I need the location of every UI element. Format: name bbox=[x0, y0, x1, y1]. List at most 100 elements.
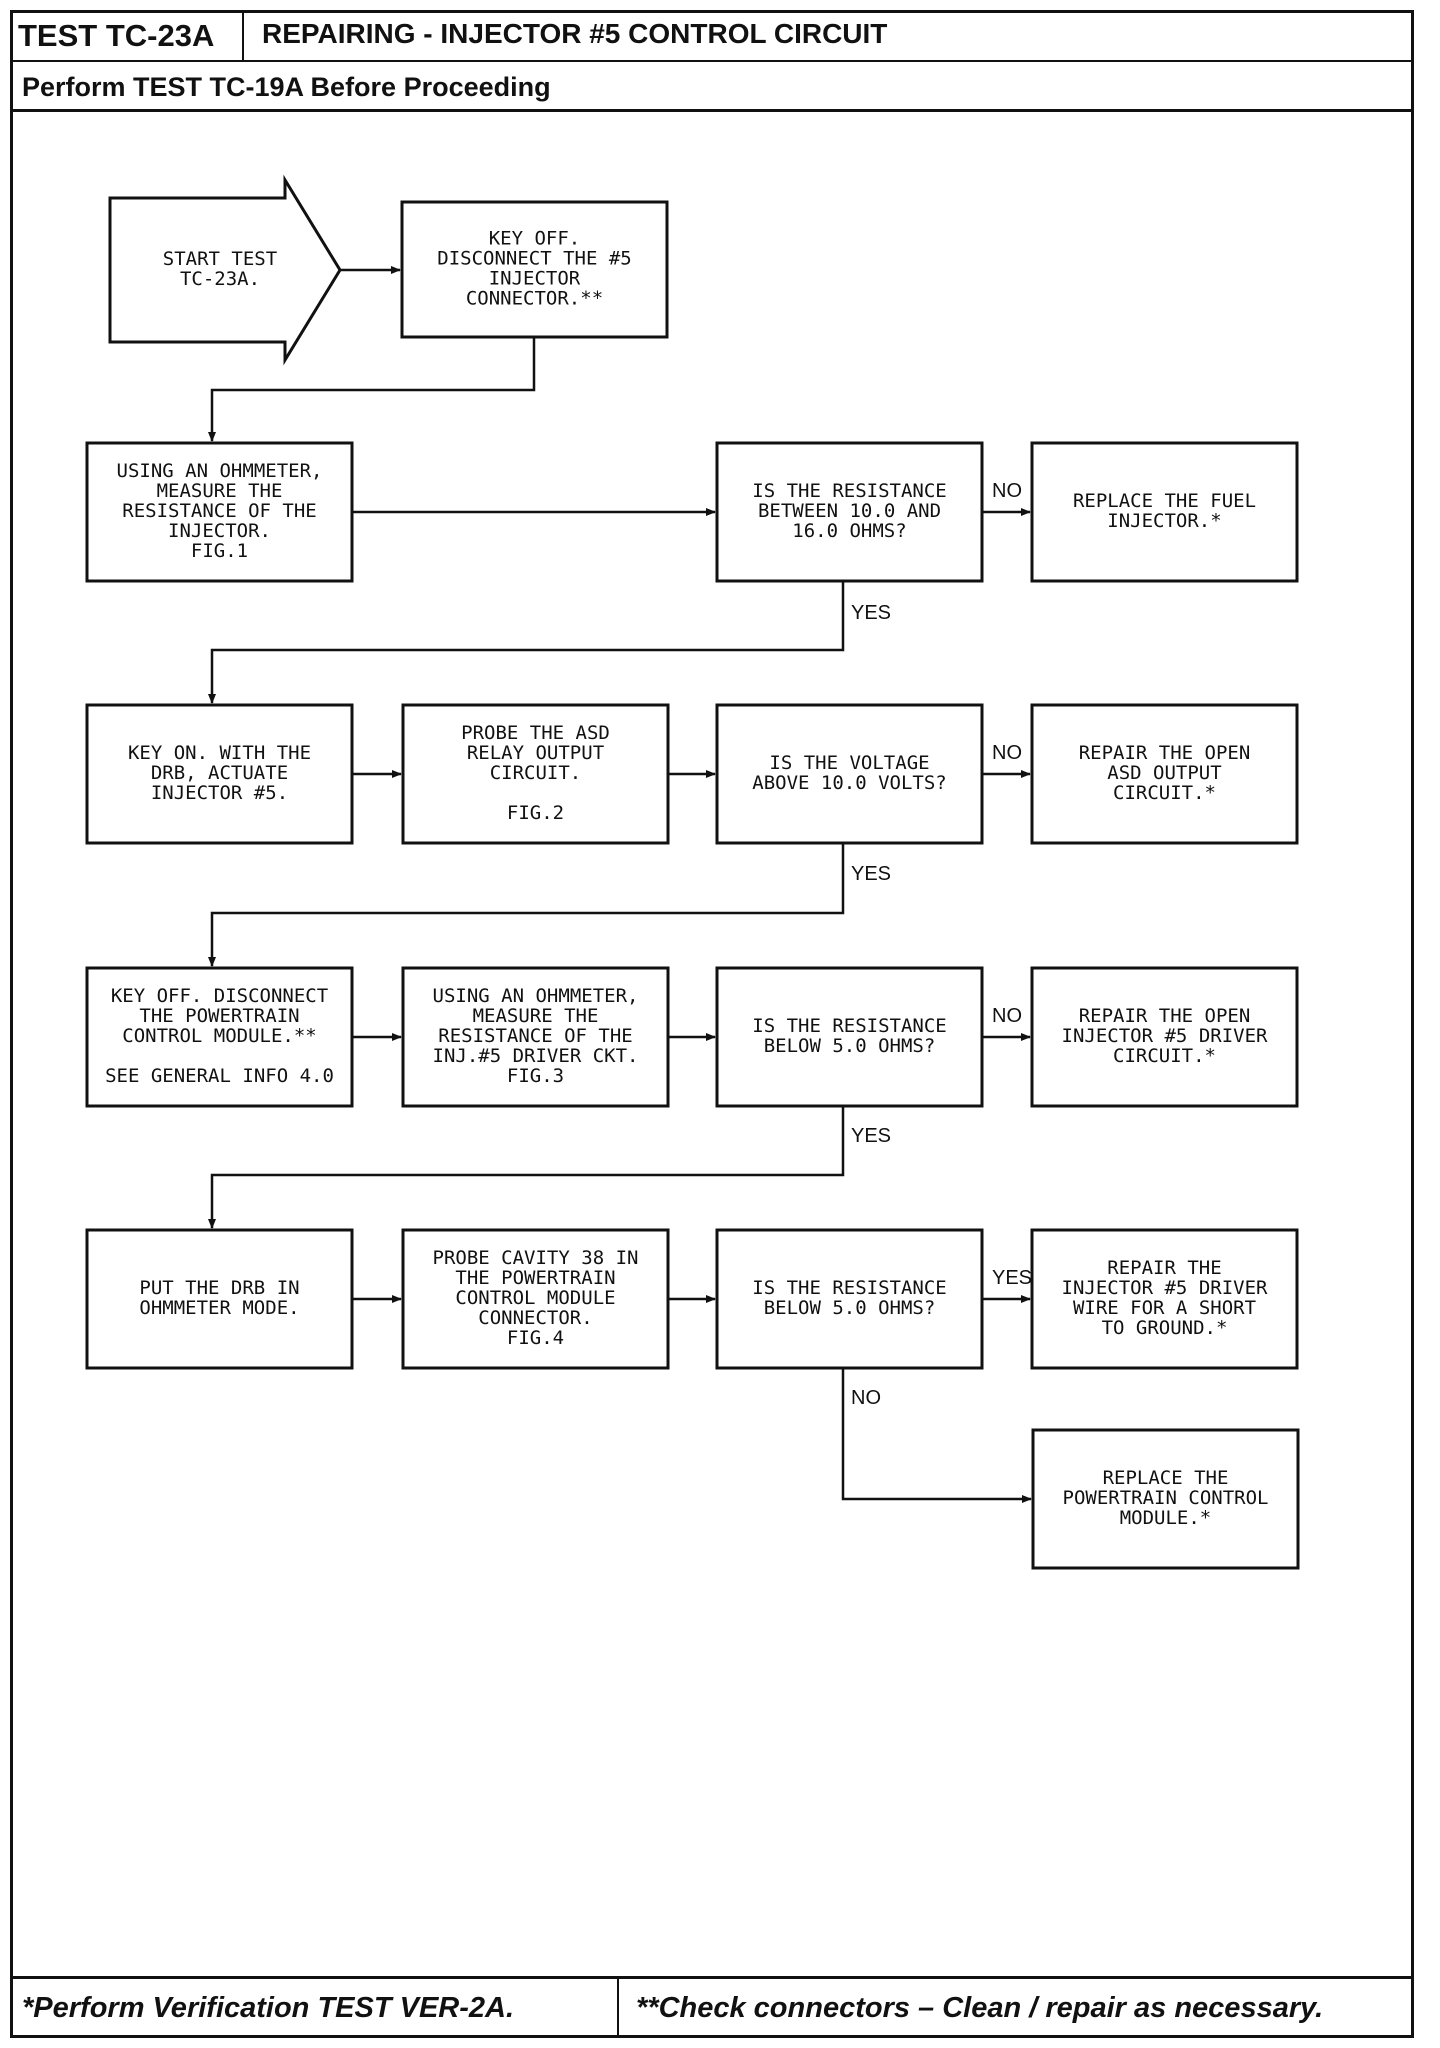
flow-node-text: IS THE RESISTANCE bbox=[752, 1277, 946, 1299]
flow-box bbox=[401, 1228, 670, 1370]
flow-node-text: MODULE.* bbox=[1120, 1507, 1212, 1529]
flow-node-text: CIRCUIT.* bbox=[1113, 782, 1216, 804]
flow-box bbox=[715, 1228, 984, 1370]
flow-node-text: BETWEEN 10.0 AND bbox=[758, 500, 941, 522]
flow-node-text: ABOVE 10.0 VOLTS? bbox=[752, 772, 946, 794]
flow-node-text: DISCONNECT THE #5 bbox=[437, 248, 631, 270]
flow-node-text: RESISTANCE OF THE bbox=[122, 500, 316, 522]
prerequisite-row bbox=[10, 62, 1414, 112]
flow-box bbox=[400, 200, 669, 339]
edge-label-d4-no: NO bbox=[851, 1387, 881, 1409]
footer-divider bbox=[617, 1976, 619, 2038]
flow-node-text: CIRCUIT.* bbox=[1113, 1045, 1216, 1067]
flow-box bbox=[715, 703, 984, 845]
test-id: TEST TC-23A bbox=[10, 10, 244, 62]
edge-label-d2-no: NO bbox=[992, 742, 1022, 764]
flow-node-n2: USING AN OHMMETER,MEASURE THERESISTANCE … bbox=[85, 441, 354, 583]
edge-label-d3-no: NO bbox=[992, 1005, 1022, 1027]
flow-box bbox=[85, 966, 354, 1108]
edge-d2-n5 bbox=[208, 843, 845, 967]
footer-note-connectors: **Check connectors – Clean / repair as n… bbox=[636, 1992, 1324, 2024]
flow-node-text: PROBE CAVITY 38 IN bbox=[433, 1247, 639, 1269]
flow-box bbox=[1030, 703, 1299, 845]
flow-box bbox=[715, 441, 984, 583]
edge-n1-n2 bbox=[208, 337, 536, 442]
edge-d1-n3 bbox=[208, 581, 845, 704]
flow-node-text: REPAIR THE OPEN bbox=[1079, 1005, 1251, 1027]
flow-node-text: OHMMETER MODE. bbox=[139, 1297, 299, 1319]
flow-node-text: INJECTOR bbox=[489, 268, 581, 290]
flow-node-text: POWERTRAIN CONTROL bbox=[1063, 1487, 1269, 1509]
footer-row bbox=[10, 1976, 1414, 2038]
edge-label-d1-yes: YES bbox=[851, 602, 891, 624]
footer-note-verification: *Perform Verification TEST VER-2A. bbox=[22, 1992, 515, 2024]
flow-node-text: FIG.3 bbox=[507, 1065, 564, 1087]
flow-node-text: REPLACE THE bbox=[1103, 1467, 1229, 1489]
flow-box bbox=[85, 441, 354, 583]
flow-box bbox=[401, 703, 670, 845]
edge-label-d1-no: NO bbox=[992, 480, 1022, 502]
flow-node-text: CONTROL MODULE bbox=[455, 1287, 615, 1309]
flow-node-text: USING AN OHMMETER, bbox=[117, 460, 323, 482]
flow-node-text: PROBE THE ASD bbox=[461, 722, 610, 744]
flow-node-text: REPAIR THE OPEN bbox=[1079, 742, 1251, 764]
flow-box bbox=[1031, 1428, 1300, 1570]
flow-box bbox=[401, 966, 670, 1108]
flow-node-text: SEE GENERAL INFO 4.0 bbox=[105, 1065, 334, 1087]
flow-node-text: WIRE FOR A SHORT bbox=[1073, 1297, 1256, 1319]
flow-node-text: REPLACE THE FUEL bbox=[1073, 490, 1256, 512]
flow-box bbox=[1030, 441, 1299, 583]
flow-node-text: CONTROL MODULE.** bbox=[122, 1025, 316, 1047]
flow-node-text: INJECTOR.* bbox=[1107, 510, 1221, 532]
header-row bbox=[10, 10, 1414, 62]
edge-label-d2-yes: YES bbox=[851, 863, 891, 885]
flow-node-text: RELAY OUTPUT bbox=[467, 742, 604, 764]
page-title: REPAIRING - INJECTOR #5 CONTROL CIRCUIT bbox=[262, 18, 888, 49]
flow-node-text: ASD OUTPUT bbox=[1107, 762, 1221, 784]
flow-node-text: DRB, ACTUATE bbox=[151, 762, 288, 784]
flow-node-text: KEY ON. WITH THE bbox=[128, 742, 311, 764]
flow-node-text: USING AN OHMMETER, bbox=[433, 985, 639, 1007]
flow-node-text: 16.0 OHMS? bbox=[792, 520, 906, 542]
flow-node-text: CONNECTOR. bbox=[478, 1307, 592, 1329]
edge-label-d4-yes: YES bbox=[992, 1267, 1032, 1289]
flow-node-text: PUT THE DRB IN bbox=[139, 1277, 299, 1299]
flow-node-text: RESISTANCE OF THE bbox=[438, 1025, 632, 1047]
flow-node-text: START TEST bbox=[163, 248, 277, 270]
flow-node-text: INJECTOR #5 DRIVER bbox=[1062, 1277, 1268, 1299]
flow-node-text: THE POWERTRAIN bbox=[455, 1267, 615, 1289]
flow-node-text: IS THE VOLTAGE bbox=[769, 752, 929, 774]
edge-d4-r5 bbox=[841, 1368, 1032, 1503]
flow-node-text: IS THE RESISTANCE bbox=[752, 1015, 946, 1037]
flow-node-text: REPAIR THE bbox=[1107, 1257, 1221, 1279]
flow-node-n1: KEY OFF.DISCONNECT THE #5INJECTORCONNECT… bbox=[400, 200, 669, 339]
flow-node-text: INJ.#5 DRIVER CKT. bbox=[433, 1045, 639, 1067]
flow-node-text: THE POWERTRAIN bbox=[139, 1005, 299, 1027]
flow-node-text: TO GROUND.* bbox=[1102, 1317, 1228, 1339]
edge-label-d3-yes: YES bbox=[851, 1125, 891, 1147]
flow-node-text: FIG.2 bbox=[507, 802, 564, 824]
flow-node-text: MEASURE THE bbox=[473, 1005, 599, 1027]
flow-node-text: BELOW 5.0 OHMS? bbox=[764, 1035, 936, 1057]
flow-node-text: CIRCUIT. bbox=[490, 762, 582, 784]
start-arrow-shape bbox=[108, 174, 342, 366]
flow-node-text: INJECTOR. bbox=[168, 520, 271, 542]
flow-node-text: INJECTOR #5. bbox=[151, 782, 288, 804]
flow-box bbox=[85, 1228, 354, 1370]
flow-box bbox=[1030, 966, 1299, 1108]
flow-box bbox=[85, 703, 354, 845]
